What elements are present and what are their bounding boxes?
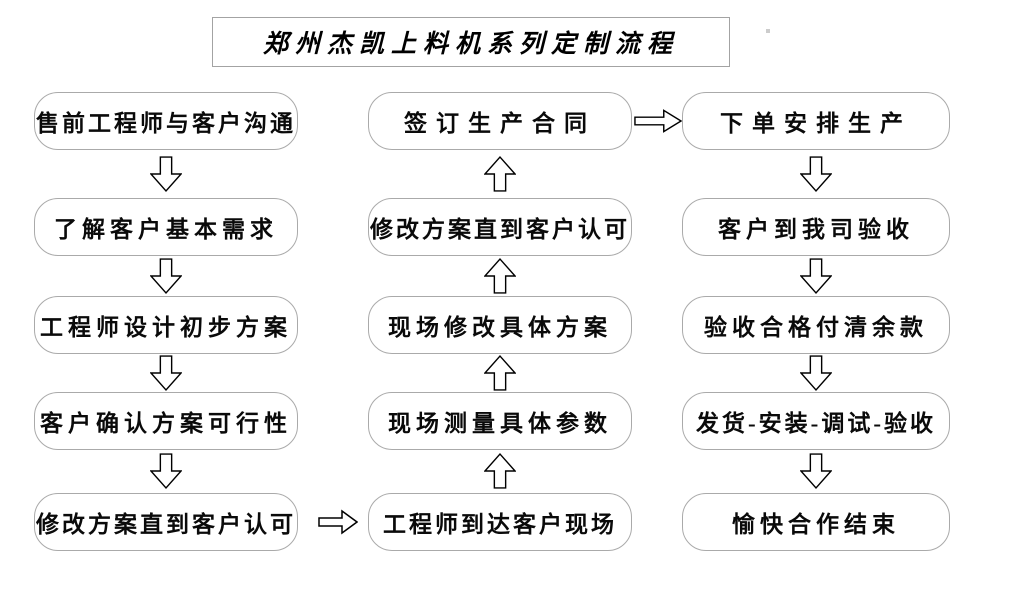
step-label: 客户确认方案可行性 (40, 411, 292, 436)
down-arrow-icon (150, 156, 182, 192)
down-arrow-icon (800, 453, 832, 489)
down-arrow-icon (800, 355, 832, 391)
step-label: 客户到我司验收 (718, 217, 914, 242)
step-confirm-feasibility: 客户确认方案可行性 (34, 392, 298, 450)
step-label: 了解客户基本需求 (54, 217, 278, 242)
step-ship-install-debug-accept: 发货-安装-调试-验收 (682, 392, 950, 450)
stray-dot (766, 29, 770, 33)
flowchart-title-box: 郑州杰凯上料机系列定制流程 (212, 17, 730, 67)
step-initial-design: 工程师设计初步方案 (34, 296, 298, 354)
step-sign-contract: 签订生产合同 (368, 92, 632, 150)
step-engineer-arrive-site: 工程师到达客户现场 (368, 493, 632, 551)
step-presales-communication: 售前工程师与客户沟通 (34, 92, 298, 150)
up-arrow-icon (484, 355, 516, 391)
down-arrow-icon (800, 156, 832, 192)
step-understand-needs: 了解客户基本需求 (34, 198, 298, 256)
step-label: 工程师到达客户现场 (383, 512, 617, 537)
step-label: 现场修改具体方案 (388, 315, 612, 340)
down-arrow-icon (150, 258, 182, 294)
step-label: 售前工程师与客户沟通 (36, 111, 296, 136)
step-label: 工程师设计初步方案 (40, 315, 292, 340)
step-label: 发货-安装-调试-验收 (696, 411, 936, 436)
up-arrow-icon (484, 156, 516, 192)
step-customer-acceptance: 客户到我司验收 (682, 198, 950, 256)
step-label: 修改方案直到客户认可 (370, 217, 630, 242)
step-label: 修改方案直到客户认可 (36, 512, 296, 537)
right-arrow-icon (634, 109, 682, 133)
step-label: 验收合格付清余款 (704, 315, 928, 340)
step-onsite-revise-plan: 现场修改具体方案 (368, 296, 632, 354)
step-pay-balance: 验收合格付清余款 (682, 296, 950, 354)
flowchart-title: 郑州杰凯上料机系列定制流程 (262, 31, 679, 58)
step-label: 下单安排生产 (720, 111, 912, 136)
up-arrow-icon (484, 453, 516, 489)
up-arrow-icon (484, 258, 516, 294)
down-arrow-icon (150, 355, 182, 391)
step-cooperation-end: 愉快合作结束 (682, 493, 950, 551)
step-label: 现场测量具体参数 (388, 411, 612, 436)
step-order-production: 下单安排生产 (682, 92, 950, 150)
step-revise-until-approved-2: 修改方案直到客户认可 (368, 198, 632, 256)
step-revise-until-approved: 修改方案直到客户认可 (34, 493, 298, 551)
down-arrow-icon (800, 258, 832, 294)
right-arrow-icon (318, 509, 358, 535)
step-label: 愉快合作结束 (732, 512, 900, 537)
step-label: 签订生产合同 (404, 111, 596, 136)
step-onsite-measure-params: 现场测量具体参数 (368, 392, 632, 450)
down-arrow-icon (150, 453, 182, 489)
